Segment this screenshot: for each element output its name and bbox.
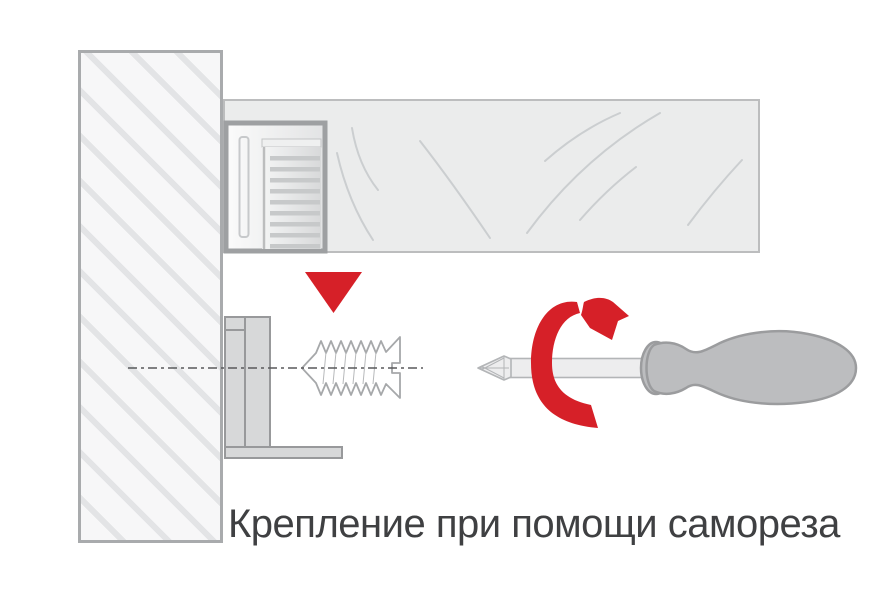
wood-grain xyxy=(336,112,743,241)
wall-board xyxy=(78,50,223,543)
sleeve-flange xyxy=(261,138,322,148)
mounting-bracket xyxy=(224,316,343,459)
rotation-arrow xyxy=(531,297,629,428)
screwdriver-handle xyxy=(645,329,858,406)
connector-recess xyxy=(223,120,328,254)
caption-text: Крепление при помощи самореза xyxy=(228,502,840,546)
screwdriver-shaft xyxy=(477,355,651,381)
threaded-sleeve xyxy=(262,147,321,249)
dowel-slot xyxy=(238,136,250,238)
pointer-triangle xyxy=(305,272,362,313)
